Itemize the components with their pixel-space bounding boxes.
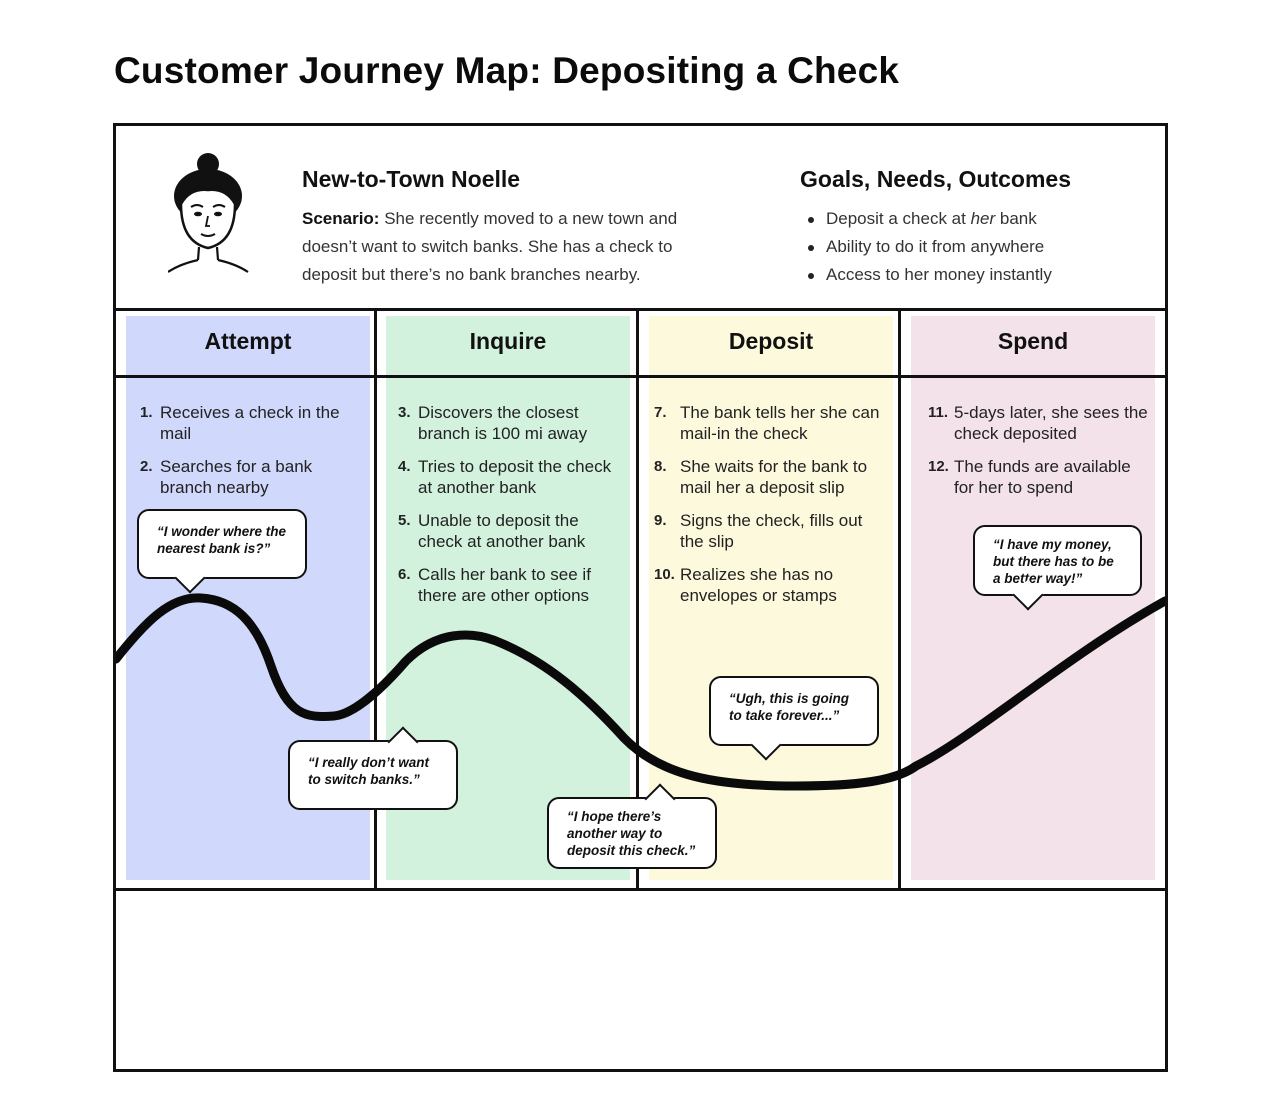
goal-item: Access to her money instantly: [808, 261, 1052, 289]
persona-name: New-to-Town Noelle: [302, 166, 521, 192]
step-item: 7.The bank tells her she can mail-in the…: [654, 403, 880, 443]
steps-inquire: 3.Discovers the closest branch is 100 mi…: [398, 402, 613, 618]
step-item: 8.She waits for the bank to mail her a d…: [654, 457, 868, 497]
stage-title-attempt: Attempt: [204, 328, 292, 354]
stage-title-deposit: Deposit: [728, 328, 814, 354]
step-item: 2.Searches for a bank branch nearby: [140, 457, 313, 497]
step-item: 5.Unable to deposit the check at another…: [398, 511, 586, 551]
step-item: 6.Calls her bank to see if there are oth…: [398, 565, 591, 605]
step-item: 3.Discovers the closest branch is 100 mi…: [398, 403, 588, 443]
quote-bubble-forever: “Ugh, this is going to take forever...”: [709, 676, 879, 761]
step-item: 9.Signs the check, fills out the slip: [654, 511, 863, 551]
goals-title: Goals, Needs, Outcomes: [800, 166, 1071, 192]
step-item: 11.5-days later, she sees the check depo…: [928, 403, 1148, 443]
quote-bubble-attempt: “I wonder where the nearest bank is?”: [137, 509, 307, 594]
step-item: 1.Receives a check in the mail: [140, 403, 340, 443]
stage-title-inquire: Inquire: [469, 328, 547, 354]
page-title: Customer Journey Map: Depositing a Check: [114, 50, 900, 91]
emotion-curve-layer: [116, 593, 1165, 791]
steps-spend: 11.5-days later, she sees the check depo…: [928, 402, 1150, 510]
quote-bubble-another-way: “I hope there’s another way to deposit t…: [547, 782, 717, 869]
step-item: 10.Realizes she has no envelopes or stam…: [654, 565, 837, 605]
stage-bottom-line: [116, 888, 1165, 891]
goal-item: Deposit a check at her bank: [808, 205, 1052, 233]
stage-title-spend: Spend: [997, 328, 1069, 354]
persona-scenario: Scenario: She recently moved to a new to…: [302, 205, 722, 289]
quote-bubble-switch-banks: “I really don’t want to switch banks.”: [288, 725, 458, 810]
stage-header-line: [116, 375, 1165, 378]
emotion-curve: [116, 593, 1165, 791]
stage-divider: [898, 308, 901, 891]
quote-bubble-better-way: “I have my money, but there has to be a …: [973, 525, 1142, 611]
stage-divider: [374, 308, 377, 891]
steps-attempt: 1.Receives a check in the mail 2.Searche…: [140, 402, 340, 510]
steps-deposit: 7.The bank tells her she can mail-in the…: [654, 402, 888, 618]
journey-map-frame: New-to-Town Noelle Scenario: She recentl…: [113, 123, 1168, 1072]
persona-header: New-to-Town Noelle Scenario: She recentl…: [116, 126, 1165, 311]
goals-list: Deposit a check at her bank Ability to d…: [808, 205, 1052, 289]
scenario-label: Scenario:: [302, 209, 380, 228]
stage-divider: [636, 308, 639, 891]
goal-item: Ability to do it from anywhere: [808, 233, 1052, 261]
scenario-text: She recently moved to a new town and doe…: [302, 209, 678, 284]
step-item: 4.Tries to deposit the check at another …: [398, 457, 612, 497]
step-item: 12.The funds are available for her to sp…: [928, 457, 1131, 497]
persona-avatar-icon: [167, 152, 258, 279]
